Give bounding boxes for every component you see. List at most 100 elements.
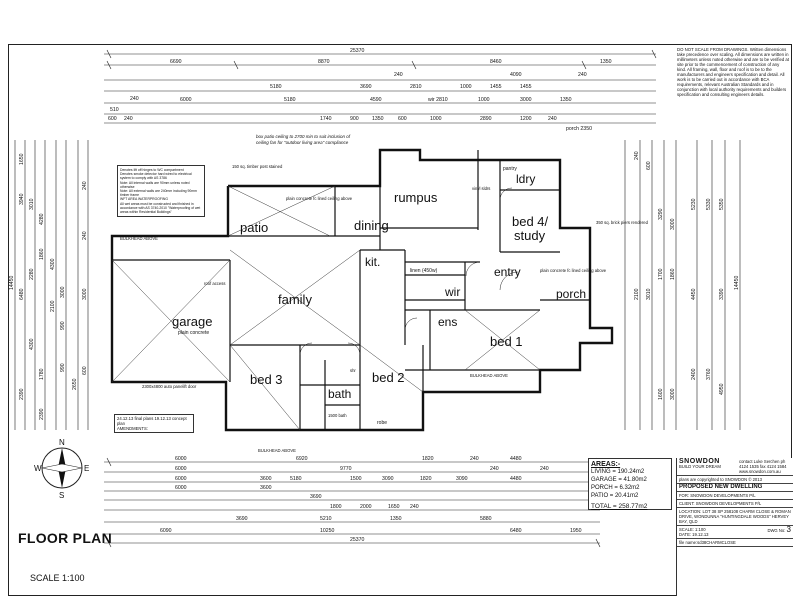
dim-left-value: 4300 — [29, 338, 35, 350]
dim-right-value: 2400 — [691, 368, 697, 380]
compass-e-label: E — [84, 464, 89, 473]
dim-top-value: 240 — [394, 72, 403, 78]
bulkhead-above-bottom: BULKHEAD ABOVE — [258, 448, 296, 453]
dim-left-value: 2100 — [50, 300, 56, 312]
amendments-label: AMENDMENTS: — [117, 426, 148, 431]
project-name: PROPOSED NEW DWELLING — [677, 484, 793, 492]
room-label-linen: linen (450w) — [410, 268, 438, 274]
area-porch: PORCH = 6.32m2 — [591, 485, 640, 491]
dim-top-value: 5180 — [270, 84, 282, 90]
dim-left-value: 1780 — [39, 368, 45, 380]
title-block: SNOWDON BUILD YOUR DREAM contact Luke Se… — [676, 458, 793, 596]
dim-bottom-value: 240 — [490, 466, 499, 472]
dim-left-value: 2650 — [72, 378, 78, 390]
room-label-bath: bath — [328, 387, 351, 401]
dim-left-value: 240 — [82, 181, 88, 190]
areas-heading: AREAS:- — [591, 461, 621, 468]
dim-top-value: 2890 — [480, 116, 492, 122]
room-label-family: family — [278, 292, 312, 307]
dim-bottom-value: 3690 — [310, 494, 322, 500]
dim-right-value: 2100 — [634, 288, 640, 300]
dim-top-value: 6000 — [180, 97, 192, 103]
dim-top-value: 240 — [548, 116, 557, 122]
dim-right-value: 3000 — [670, 388, 676, 400]
bath-size-note: 1500 bath — [328, 413, 347, 418]
room-label-robe: robe — [377, 420, 387, 426]
dim-bottom-overall: 25370 — [350, 537, 365, 543]
dim-right-value: 3290 — [658, 208, 664, 220]
dim-bottom-value: 1820 — [422, 456, 434, 462]
external-walls — [110, 148, 614, 432]
bulkhead-above-bed1: BULKHEAD ABOVE — [470, 373, 508, 378]
dim-left-value: 3010 — [29, 198, 35, 210]
area-patio: PATIO = 20.41m2 — [591, 493, 639, 499]
patio-ceiling-note: box patio ceiling to 2700 min to suit in… — [256, 134, 351, 145]
dim-bottom-value: 1800 — [330, 504, 342, 510]
dim-top-value: 6690 — [170, 59, 182, 65]
dim-top-value: 600 — [398, 116, 407, 122]
dim-top-value: 5180 — [284, 97, 296, 103]
dim-top-value: 240 — [130, 96, 139, 102]
room-label-entry: entry — [494, 265, 521, 279]
general-notes: DO NOT SCALE FROM DRAWINGS. Written dime… — [677, 47, 790, 97]
dim-left-value: 240 — [82, 231, 88, 240]
brand-logo: SNOWDON — [679, 458, 720, 465]
room-label-pantry: pantry — [503, 166, 517, 172]
dim-top-value: 2810 — [410, 84, 422, 90]
dim-top-value: 600 — [108, 116, 117, 122]
for-value: SNOWDON DEVELOPMENTS P/L — [690, 493, 756, 498]
compass-n-label: N — [59, 438, 65, 447]
dim-bottom-value: 1350 — [390, 516, 402, 522]
dim-top-value: 1350 — [600, 59, 612, 65]
dim-right-value: 1600 — [658, 388, 664, 400]
bulkhead-above-top: BULKHEAD ABOVE — [120, 236, 158, 241]
location-value: LOT 38 SP 258108 CHARM CLOSE & ROMAN DRI… — [679, 509, 791, 524]
dim-left-value: 2280 — [29, 268, 35, 280]
dimension-ticks — [106, 49, 657, 548]
dimension-values-left: 14450 3940 1650 6480 3010 2280 1860 4280… — [9, 153, 88, 420]
roof-ceiling-lines — [111, 185, 541, 431]
dim-top-value: 3690 — [360, 84, 372, 90]
dim-bottom-value: 6000 — [175, 476, 187, 482]
dim-bottom-value: 5880 — [480, 516, 492, 522]
dim-right-value: 3390 — [719, 288, 725, 300]
room-label-bed2: bed 2 — [372, 370, 405, 385]
dim-top-value: 1740 — [320, 116, 332, 122]
dim-right-value: 1700 — [658, 268, 664, 280]
legend-line: All wet areas must be constructed and fi… — [120, 201, 201, 215]
area-living: LIVING = 190.24m2 — [591, 469, 645, 475]
dim-right-value: 240 — [634, 151, 640, 160]
dim-bottom-value: 10250 — [320, 528, 335, 534]
legend-line: WFT AREA WATERPROOFING — [120, 197, 168, 202]
dim-right-overall: 14450 — [734, 275, 740, 290]
dim-bottom-value: 1820 — [420, 476, 432, 482]
amendments-box: 24.12.13 final plans 19.12.13 concept pl… — [114, 414, 194, 433]
dim-top-value: porch 2350 — [566, 126, 592, 132]
areas-table: AREAS:- LIVING = 190.24m2 GARAGE = 41.80… — [588, 458, 672, 510]
auto-door-note: 2300x4800 auto panelift door — [142, 384, 197, 389]
room-label-kitchen: kit. — [365, 255, 380, 269]
copyright-note: plans are copyrighted to SNOWDON © 2013 — [677, 476, 793, 484]
date-field: DATE: 19.12.13 — [679, 532, 709, 537]
dim-right-value: 5330 — [706, 198, 712, 210]
shower-note: shr — [350, 368, 356, 373]
compass-s-label: S — [59, 491, 64, 500]
room-label-porch: porch — [556, 287, 586, 301]
compass-w-label: W — [34, 464, 42, 473]
dim-left-overall: 14450 — [9, 275, 15, 290]
dim-bottom-value: 1500 — [350, 476, 362, 482]
dim-left-value: 2390 — [39, 408, 45, 420]
timber-post-note: 150 sq. timber post stained — [232, 164, 283, 169]
dim-bottom-value: 6000 — [175, 456, 187, 462]
dim-top-value: 1000 — [460, 84, 472, 90]
dim-top-value: 240 — [578, 72, 587, 78]
dim-bottom-value: 6920 — [296, 456, 308, 462]
dim-bottom-value: 6090 — [160, 528, 172, 534]
dim-left-value: 2390 — [19, 388, 25, 400]
dim-right-value: 3010 — [646, 288, 652, 300]
dim-right-value: 3760 — [706, 368, 712, 380]
room-label-ensuite: ens — [438, 315, 457, 329]
dim-bottom-value: 6480 — [510, 528, 522, 534]
dim-top-value: 1350 — [372, 116, 384, 122]
for-label: FOR: — [679, 493, 690, 498]
